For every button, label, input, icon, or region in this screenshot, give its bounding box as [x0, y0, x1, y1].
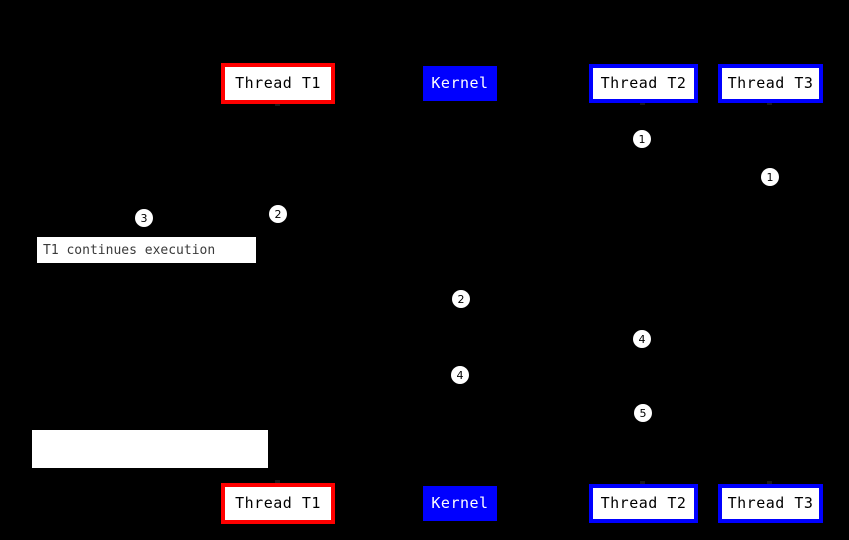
lifeline-tick-t3-top [767, 102, 772, 105]
note-blank-white-box [32, 430, 268, 468]
step-marker-label: 5 [639, 406, 647, 420]
lifeline-head-kernel[interactable]: Kernel [423, 66, 497, 101]
step-marker-2-kernel: 2 [452, 290, 470, 308]
message-arrow-4 [460, 375, 643, 376]
lifeline-head-thread-t3[interactable]: Thread T3 [718, 64, 823, 103]
step-marker-3-t1: 3 [135, 209, 153, 227]
lifeline-tick-t1-bottom [275, 480, 280, 483]
lifeline-tick-t1-top [275, 103, 280, 106]
lifeline-foot-thread-t2-label: Thread T2 [600, 494, 687, 512]
lifeline-tick-t2-top [640, 102, 645, 105]
step-marker-1-t3: 1 [761, 168, 779, 186]
lifeline-head-thread-t2-label: Thread T2 [600, 74, 687, 92]
lifeline-foot-thread-t1[interactable]: Thread T1 [221, 483, 335, 524]
step-marker-label: 1 [638, 132, 646, 146]
step-marker-label: 4 [456, 368, 464, 382]
lifeline-foot-kernel[interactable]: Kernel [423, 486, 497, 521]
lifeline-foot-thread-t1-label: Thread T1 [235, 494, 321, 512]
step-marker-2-t1: 2 [269, 205, 287, 223]
message-arrow-5 [460, 413, 643, 414]
step-marker-5-t2: 5 [634, 404, 652, 422]
lifeline-foot-thread-t3[interactable]: Thread T3 [718, 484, 823, 523]
lifeline-t2 [643, 103, 644, 484]
step-marker-label: 1 [766, 170, 774, 184]
lifeline-head-thread-t1[interactable]: Thread T1 [221, 63, 335, 104]
step-marker-4-t2: 4 [633, 330, 651, 348]
lifeline-t1 [278, 104, 279, 483]
step-marker-label: 2 [274, 207, 282, 221]
message-arrow-1 [643, 139, 770, 140]
lifeline-foot-kernel-label: Kernel [431, 494, 489, 512]
lifeline-foot-thread-t3-label: Thread T3 [727, 494, 814, 512]
lifeline-foot-thread-t2[interactable]: Thread T2 [589, 484, 698, 523]
lifeline-head-thread-t1-label: Thread T1 [235, 74, 321, 92]
step-marker-1-t2: 1 [633, 130, 651, 148]
note-t1-continues-execution: T1 continues execution [36, 236, 257, 264]
lifeline-t3 [770, 103, 771, 484]
lifeline-tick-t2-bottom [640, 481, 645, 484]
lifeline-head-kernel-label: Kernel [431, 74, 489, 92]
step-marker-4-kernel: 4 [451, 366, 469, 384]
message-arrow-3 [278, 299, 460, 300]
step-marker-label: 3 [140, 211, 148, 225]
lifeline-head-thread-t2[interactable]: Thread T2 [589, 64, 698, 103]
step-marker-label: 4 [638, 332, 646, 346]
message-arrow-2 [278, 214, 460, 215]
lifeline-tick-t3-bottom [767, 481, 772, 484]
note-text: T1 continues execution [43, 242, 216, 258]
step-marker-label: 2 [457, 292, 465, 306]
lifeline-head-thread-t3-label: Thread T3 [727, 74, 814, 92]
